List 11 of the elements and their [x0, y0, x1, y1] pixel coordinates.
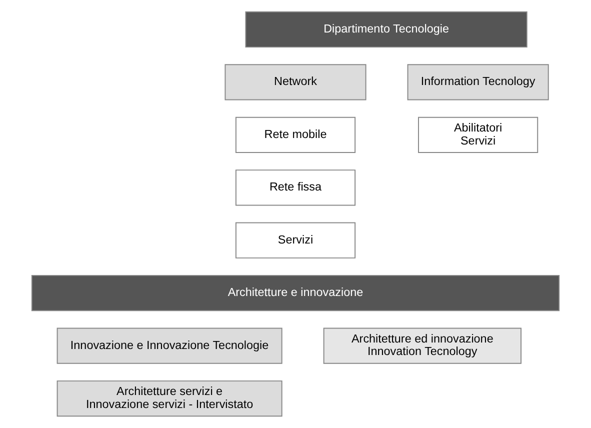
node-box: Abilitatori Servizi: [418, 116, 538, 153]
node-box: Information Tecnology: [407, 64, 549, 100]
node-box: Network: [224, 64, 366, 100]
node-box: Servizi: [235, 222, 356, 258]
node-box: Dipartimento Tecnologie: [245, 11, 528, 48]
node-box: Rete mobile: [235, 116, 356, 153]
node-box: Architetture ed innovazione Innovation Tecnology: [323, 328, 522, 364]
node-box: Architetture servizi e Innovazione servizi - Intervistato: [56, 380, 282, 417]
node-box: Architetture e innovazione: [31, 275, 560, 312]
node-box: Rete fissa: [235, 170, 356, 206]
node-box: Innovazione e Innovazione Tecnologie: [56, 328, 282, 364]
